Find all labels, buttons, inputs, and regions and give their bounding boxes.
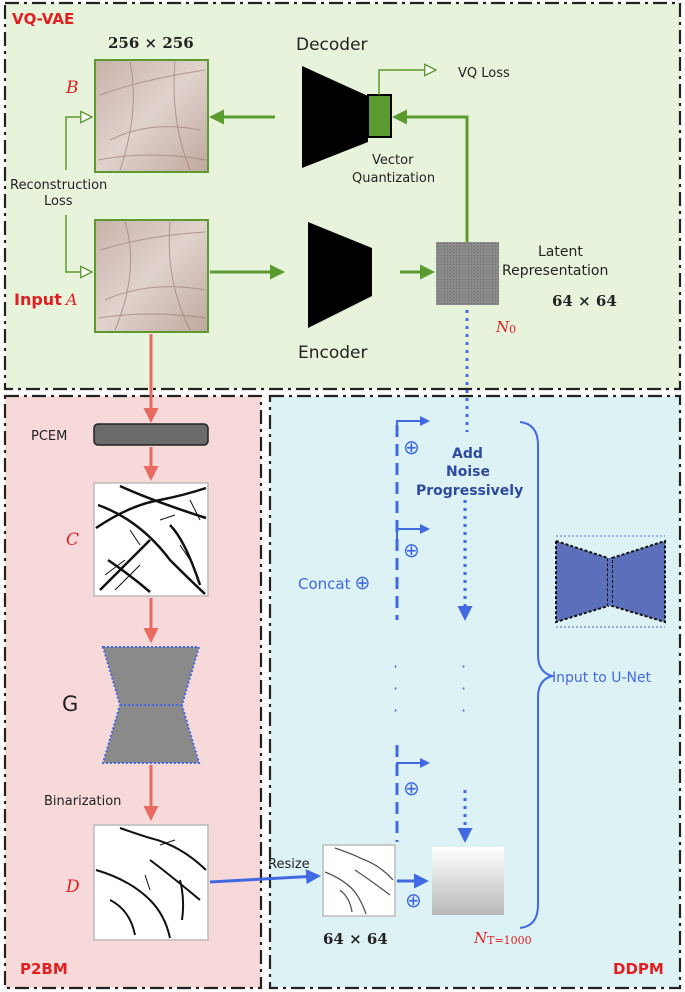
vq-label-1: Vector xyxy=(372,153,414,168)
add-noise-label-1: Add xyxy=(452,446,483,462)
add-noise-label-3: Progressively xyxy=(416,483,523,499)
recon-loss-line-up xyxy=(65,117,92,170)
recon-loss-label-1: Reconstruction xyxy=(10,178,107,193)
unet-shape xyxy=(555,535,666,628)
ddpm-title: DDPM xyxy=(613,960,664,978)
small-res-label: 64 × 64 xyxy=(323,930,388,948)
concat-branch-3 xyxy=(396,758,430,774)
vdots-concat: · xyxy=(393,657,398,676)
vq-label-2: Quantization xyxy=(352,171,435,186)
oplus-2: ⊕ xyxy=(403,538,420,562)
latent-to-vq-arrow xyxy=(392,109,469,242)
label-nt: NT=1000 xyxy=(473,929,532,947)
label-c: C xyxy=(66,530,79,550)
label-n0: N0 xyxy=(495,318,516,336)
image-d-binarized xyxy=(93,824,209,941)
d-to-resize-arrow xyxy=(209,869,321,885)
vdots-concat-2: · xyxy=(393,679,398,698)
vdots-noise: · xyxy=(461,657,466,676)
latent-label-1: Latent xyxy=(538,244,583,260)
concat-label: Concat⊕ xyxy=(298,572,370,594)
vector-quantization-block xyxy=(367,94,392,138)
vq-loss-arrow xyxy=(378,70,436,95)
binarization-label: Binarization xyxy=(44,794,121,809)
input-to-unet-label: Input to U-Net xyxy=(552,670,652,686)
add-noise-label-2: Noise xyxy=(446,464,490,480)
pcem-label: PCEM xyxy=(31,429,67,444)
image-a-input xyxy=(94,219,209,333)
p2bm-title: P2BM xyxy=(20,960,68,978)
label-b: B xyxy=(65,78,79,98)
latent-n0-block xyxy=(436,242,499,305)
vdots-concat-3: · xyxy=(393,701,398,720)
recon-loss-label-2: Loss xyxy=(44,194,73,209)
latent-label-2: Representation xyxy=(502,263,608,279)
decoder-shape xyxy=(302,66,368,168)
recon-loss-line-down xyxy=(65,215,92,272)
resize-label: Resize xyxy=(268,857,310,872)
vdots-noise-2: · xyxy=(461,679,466,698)
oplus-1: ⊕ xyxy=(403,435,420,459)
label-g: G xyxy=(62,692,78,716)
concat-branch-1 xyxy=(396,416,430,432)
concat-branch-2 xyxy=(396,524,430,540)
vqvae-title: VQ-VAE xyxy=(12,10,74,28)
resolution-256: 256 × 256 xyxy=(108,34,194,52)
label-d: D xyxy=(65,877,80,897)
pcem-block xyxy=(93,423,209,446)
encoder-shape xyxy=(308,222,372,328)
image-b-reconstruction xyxy=(94,59,209,173)
vdots-noise-3: · xyxy=(461,701,466,720)
vq-loss-label: VQ Loss xyxy=(458,66,510,81)
oplus-bottom: ⊕ xyxy=(405,888,422,912)
noise-nt-block xyxy=(432,847,504,915)
encoder-label: Encoder xyxy=(298,343,368,363)
oplus-3: ⊕ xyxy=(403,776,420,800)
input-brace xyxy=(519,421,556,929)
image-resized-small xyxy=(322,844,396,917)
latent-res-label: 64 × 64 xyxy=(552,292,617,310)
decoder-label: Decoder xyxy=(296,35,368,55)
image-c-vein-pattern xyxy=(93,482,209,597)
